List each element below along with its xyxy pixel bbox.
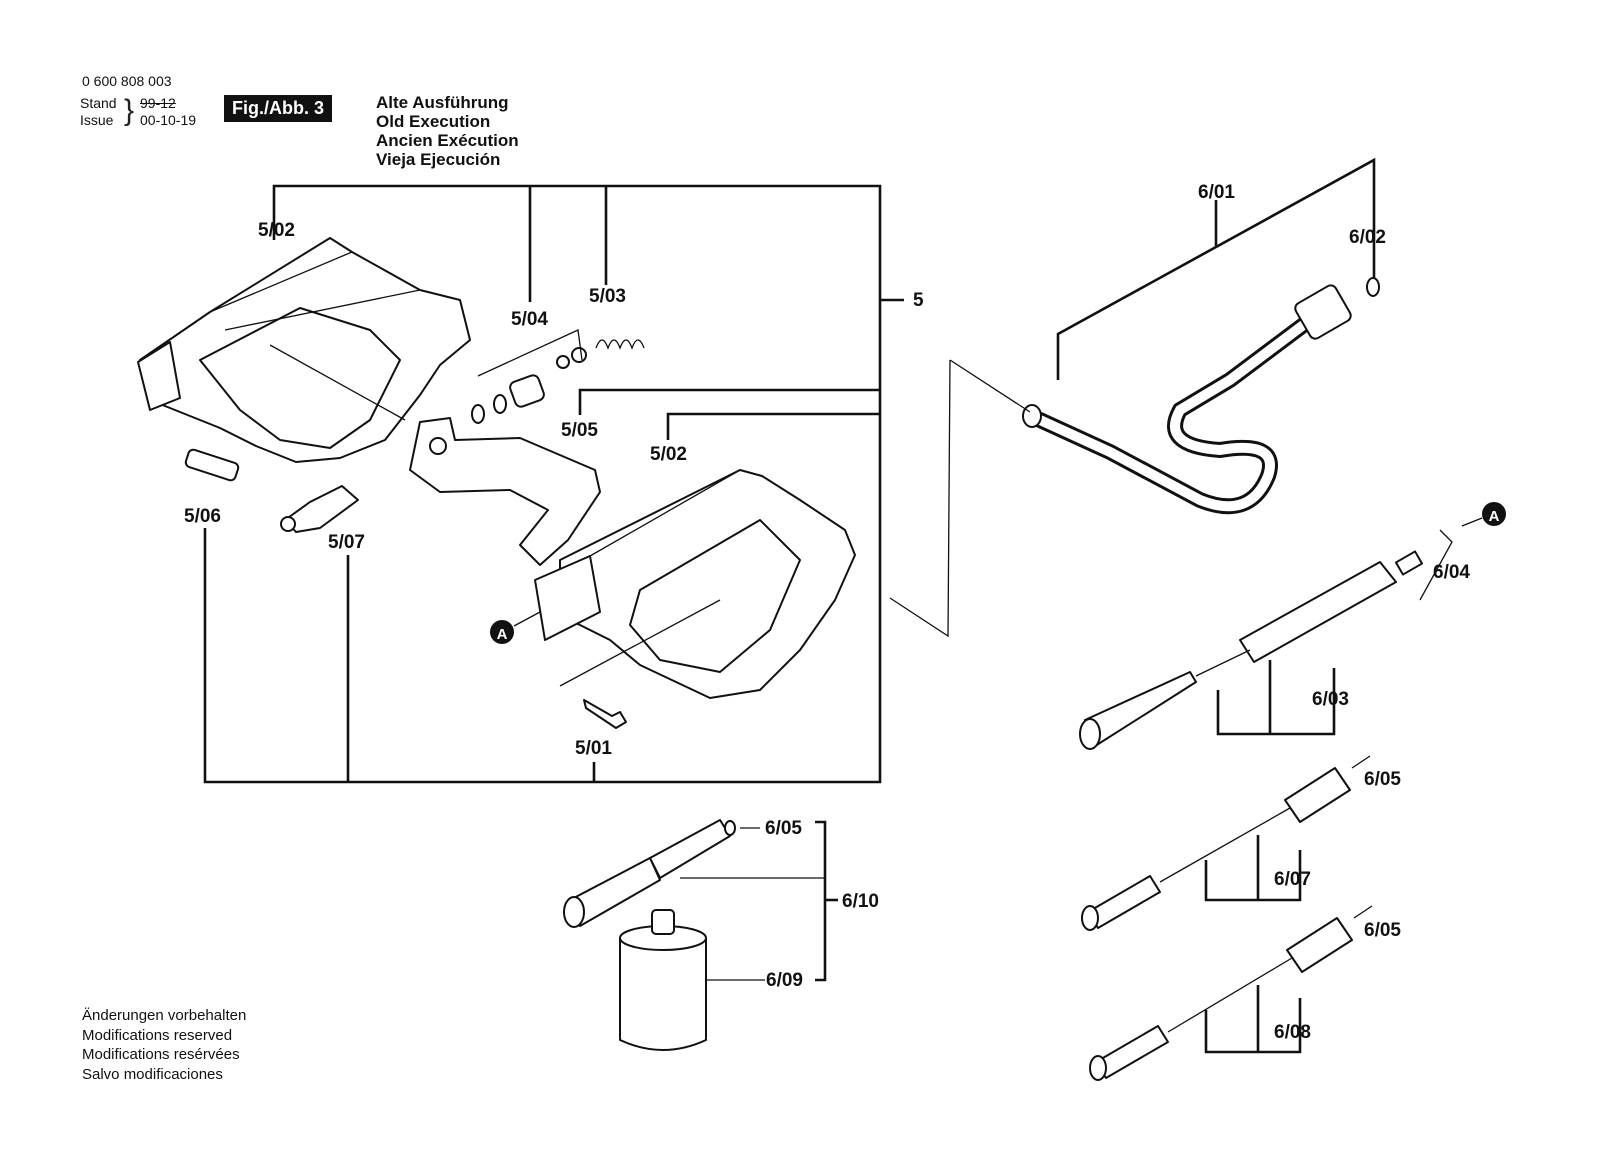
stand-issue-values: 99-12 00-10-19: [140, 95, 196, 129]
stand-issue-labels: Stand Issue: [80, 95, 117, 129]
title-en: Old Execution: [376, 112, 491, 131]
label-6-03: 6/03: [1312, 689, 1349, 710]
notice-de: Änderungen vorbehalten: [82, 1007, 247, 1024]
label-5-03: 5/03: [589, 286, 626, 307]
label-6-05-foam: 6/05: [765, 818, 802, 839]
issue-date: 00-10-19: [140, 112, 197, 128]
label-5-07: 5/07: [328, 532, 365, 553]
label-6-10: 6/10: [842, 891, 879, 912]
label-6-09: 6/09: [766, 970, 803, 991]
marker-a-circle-right: [1482, 502, 1506, 526]
title-fr: Ancien Exécution: [376, 131, 519, 150]
notice-fr: Modifications resérvées: [82, 1046, 240, 1063]
gun-housing-upper: [137, 237, 471, 463]
trigger-lever: [409, 417, 601, 566]
hose-assembly: [889, 157, 1380, 638]
label-5: 5: [913, 290, 924, 311]
label-5-04: 5/04: [511, 309, 548, 330]
issue-label: Issue: [80, 112, 114, 128]
label-6-07: 6/07: [1274, 869, 1311, 890]
lance-6-03: [1079, 529, 1453, 750]
lance-6-08: [1089, 905, 1373, 1081]
label-6-05-lower: 6/05: [1364, 920, 1401, 941]
foam-nozzle-bottle: [563, 819, 838, 1051]
notice-es: Salvo modificaciones: [82, 1065, 223, 1083]
valve-small-parts: [184, 329, 721, 729]
document-number: 0 600 808 003: [82, 73, 172, 89]
title-de: Alte Ausführung: [376, 93, 509, 112]
label-6-01: 6/01: [1198, 182, 1235, 203]
label-6-04: 6/04: [1433, 562, 1470, 583]
title-es: Vieja Ejecución: [376, 150, 501, 169]
assembly-5-bracket: [203, 184, 904, 784]
label-5-06: 5/06: [184, 506, 221, 527]
label-5-02-top: 5/02: [258, 220, 295, 241]
stand-old-value: 99-12: [140, 95, 176, 111]
marker-a-circle-left: [490, 620, 514, 644]
label-5-05: 5/05: [561, 420, 598, 441]
lance-6-07: [1081, 755, 1371, 931]
marker-a-right: A: [1489, 508, 1500, 525]
marker-a-left: A: [497, 626, 508, 643]
modifications-notice: Änderungen vorbehalten Modifications res…: [82, 1006, 246, 1084]
figure-badge: Fig./Abb. 3: [224, 95, 332, 122]
label-6-05-mid: 6/05: [1364, 769, 1401, 790]
label-5-01: 5/01: [575, 738, 612, 759]
execution-titles: Alte Ausführung Old Execution Ancien Exé…: [376, 93, 519, 169]
stand-label: Stand: [80, 95, 117, 111]
brace-glyph: }: [124, 94, 135, 127]
gun-housing-lower: [534, 469, 856, 699]
notice-en: Modifications reserved: [82, 1026, 233, 1044]
label-6-02: 6/02: [1349, 227, 1386, 248]
label-5-02-mid: 5/02: [650, 444, 687, 465]
label-6-08: 6/08: [1274, 1022, 1311, 1043]
